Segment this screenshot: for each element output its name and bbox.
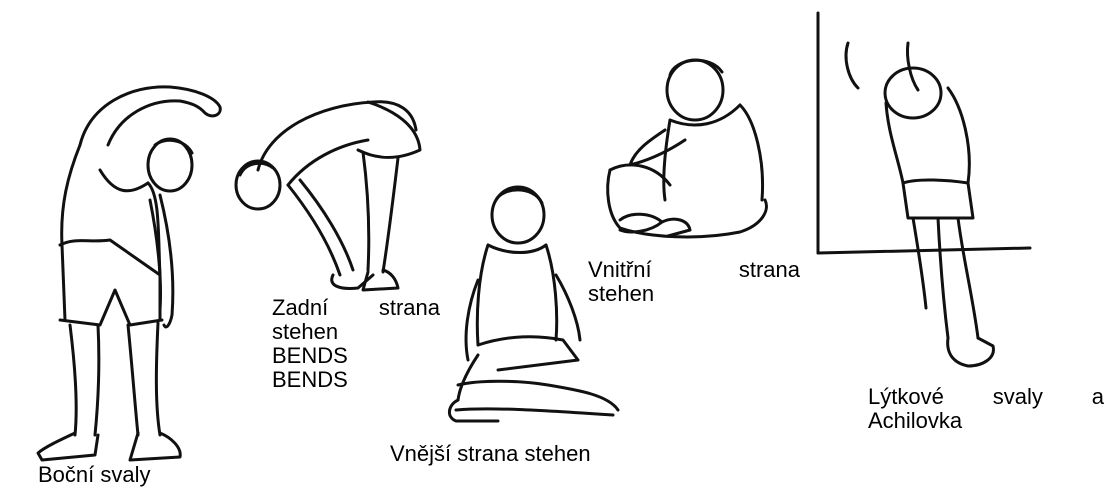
caption-hamstrings-line3: BENDS [272,344,440,368]
caption-outer-thigh: Vnější strana stehen [390,442,591,466]
caption-inner-thigh: Vnitřní strana stehen [588,258,800,306]
caption-calves-word1: Lýtkové [868,385,944,409]
seated-butterfly-illustration [590,50,790,255]
caption-calves: Lýtkové svaly a Achilovka [868,385,1104,433]
wall-calf-stretch-illustration [808,8,1033,378]
caption-inner-thigh-line1: Vnitřní strana [588,258,800,282]
caption-inner-thigh-word1: Vnitřní [588,258,652,282]
caption-inner-thigh-line2: stehen [588,282,800,306]
caption-calves-line2: Achilovka [868,409,1104,433]
caption-hamstrings-word1: Zadní [272,296,328,320]
caption-hamstrings-line2: stehen [272,320,440,344]
caption-side-muscles: Boční svaly [38,463,151,487]
side-bend-illustration [20,75,230,470]
caption-hamstrings: Zadní strana stehen BENDS BENDS [272,296,440,392]
caption-calves-line1: Lýtkové svaly a [868,385,1104,409]
caption-hamstrings-word2: strana [379,296,440,320]
caption-calves-word2: svaly [993,385,1043,409]
caption-hamstrings-line1: Zadní strana [272,296,440,320]
forward-bend-illustration [228,90,443,305]
caption-calves-word3: a [1092,385,1104,409]
caption-hamstrings-line4: BENDS [272,368,440,392]
caption-inner-thigh-word2: strana [739,258,800,282]
